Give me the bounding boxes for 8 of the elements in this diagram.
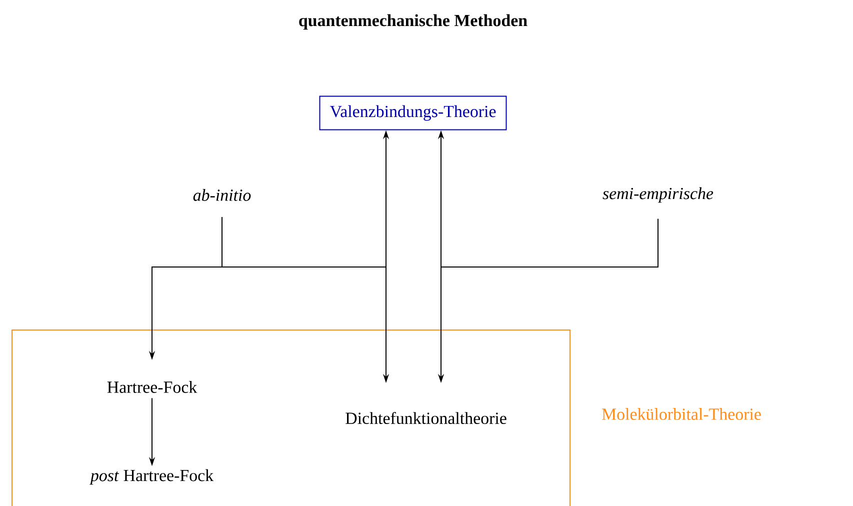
node-label: Molekülorbital-Theorie bbox=[602, 408, 761, 420]
theory-box: Valenzbindungs-Theorie bbox=[319, 96, 507, 130]
method-label: post Hartree-Fock bbox=[89, 469, 214, 485]
branch-label: ab-initio bbox=[193, 189, 251, 201]
method-label: Dichtefunktionaltheorie bbox=[346, 412, 506, 424]
method-label: Hartree-Fock bbox=[107, 381, 198, 393]
branch-label: semi-empirische bbox=[602, 187, 714, 203]
diagram-title: quantenmechanische Methoden bbox=[299, 14, 528, 30]
